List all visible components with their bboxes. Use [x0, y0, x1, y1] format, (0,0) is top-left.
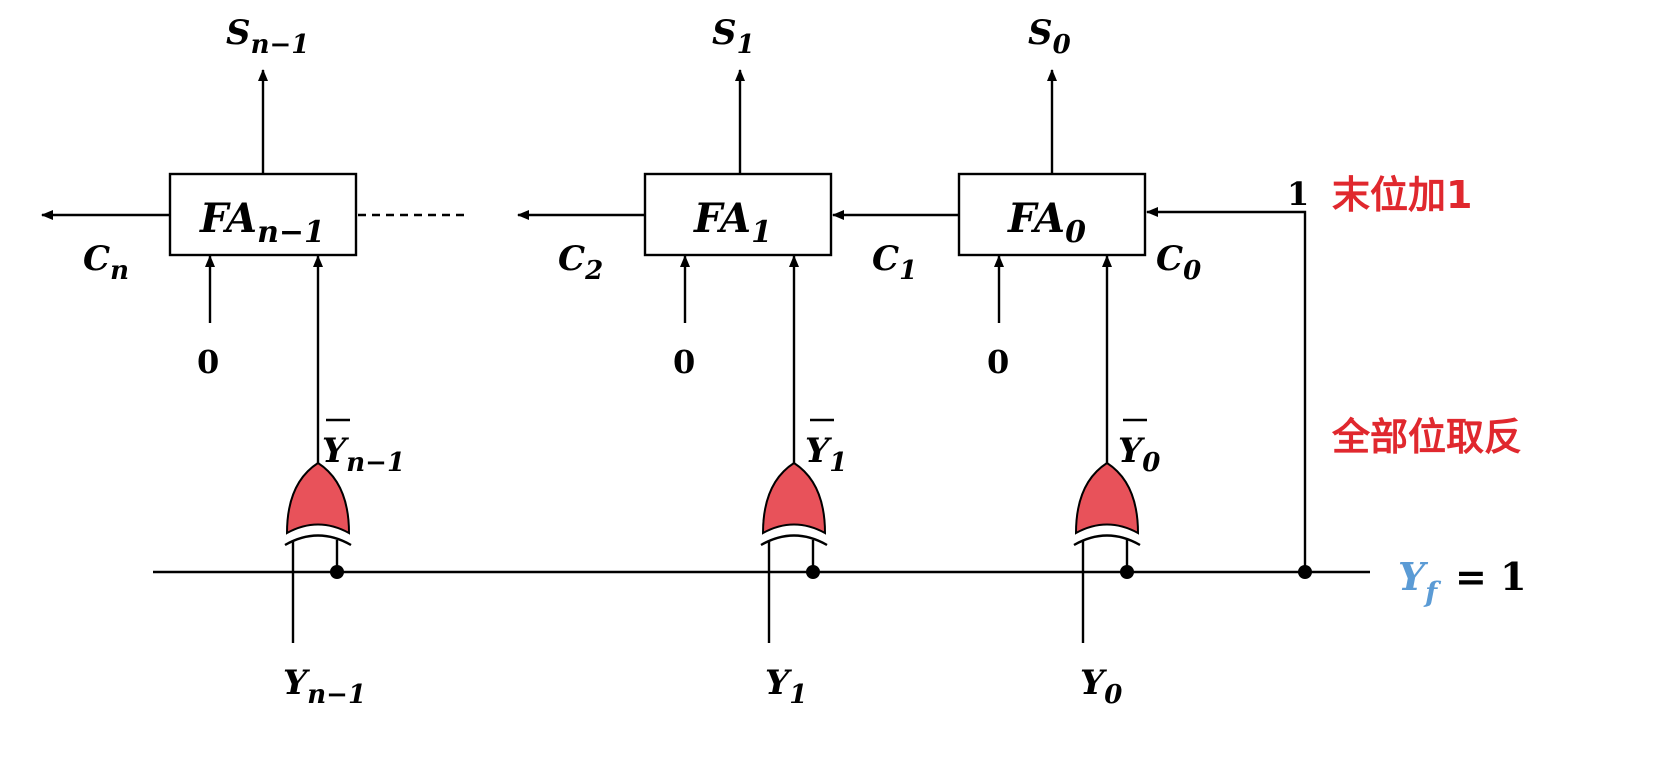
- inverted-label: Y: [322, 431, 349, 471]
- carry-c1-label: C: [872, 239, 899, 279]
- yf-label: Yf: [1398, 554, 1442, 609]
- inverted-subscript: n−1: [346, 448, 405, 478]
- sum-subscript: n−1: [251, 30, 310, 60]
- y-input-subscript: 0: [1104, 680, 1122, 710]
- annotation-add-one: 末位加1: [1332, 173, 1472, 217]
- svg-text:Y0: Y0: [1118, 431, 1160, 478]
- sum-label: S: [1028, 13, 1053, 53]
- svg-text:Y1: Y1: [805, 431, 847, 478]
- adder-label: FA: [1007, 195, 1065, 242]
- svg-text:FAn−1: FAn−1: [199, 195, 325, 250]
- sum-label: S: [712, 13, 737, 53]
- svg-text:Y0: Y0: [1080, 663, 1122, 710]
- y-input-subscript: n−1: [307, 680, 366, 710]
- annotation-invert-all: 全部位取反: [1331, 415, 1522, 459]
- yf-subscript: f: [1423, 576, 1442, 609]
- y-input-label: Y: [283, 663, 310, 703]
- svg-text:Yn−1: Yn−1: [283, 663, 366, 710]
- svg-text:C1: C1: [872, 239, 917, 286]
- carry-c1-subscript: 1: [899, 256, 917, 286]
- sum-subscript: 0: [1053, 30, 1071, 60]
- carry-in-wire: [1146, 207, 1307, 572]
- carry-c2-label: C: [558, 239, 585, 279]
- inverted-subscript: 1: [829, 448, 847, 478]
- svg-text:Y1: Y1: [765, 663, 807, 710]
- svg-text:FA1: FA1: [693, 195, 772, 250]
- inverted-label: Y: [805, 431, 832, 471]
- carry-cn-label: C: [83, 239, 110, 279]
- carry-in-value: 1: [1287, 175, 1309, 213]
- svg-text:FA0: FA0: [1007, 195, 1086, 250]
- carry-c2-subscript: 2: [584, 256, 603, 286]
- xor-gate-icon: [284, 461, 352, 547]
- yf-equals: = 1: [1455, 554, 1527, 599]
- carry-cn-subscript: n: [110, 256, 129, 286]
- const-input-label: 0: [673, 343, 695, 381]
- sum-subscript: 1: [737, 30, 755, 60]
- svg-text:C0: C0: [1156, 239, 1201, 286]
- svg-text:C2: C2: [558, 239, 603, 286]
- adder-subscript: n−1: [257, 215, 325, 250]
- xor-gate-icon: [1073, 461, 1141, 547]
- svg-text:S0: S0: [1028, 13, 1071, 60]
- const-input-label: 0: [197, 343, 219, 381]
- y-input-label: Y: [1080, 663, 1107, 703]
- adder-label: FA: [693, 195, 751, 242]
- inverted-label: Y: [1118, 431, 1145, 471]
- adder-label: FA: [199, 195, 257, 242]
- full-adder-1: FA1 S1 0 Y1 Y1: [643, 13, 847, 710]
- full-adder-0: FA0 S0 0 Y0 Y0: [957, 13, 1160, 710]
- adder-subscript: 0: [1065, 215, 1086, 250]
- svg-text:Sn−1: Sn−1: [226, 13, 309, 60]
- adder-box-1: [643, 172, 833, 257]
- carry-c0-label: C: [1156, 239, 1183, 279]
- adder-box-0: [957, 172, 1147, 257]
- svg-text:S1: S1: [712, 13, 755, 60]
- adder-subscript: 1: [751, 215, 772, 250]
- inverted-subscript: 0: [1142, 448, 1160, 478]
- y-input-label: Y: [765, 663, 792, 703]
- xor-gate-icon: [760, 461, 828, 547]
- y-input-subscript: 1: [789, 680, 807, 710]
- adder-box-n-1: [168, 172, 358, 257]
- sum-label: S: [226, 13, 251, 53]
- svg-text:Yn−1: Yn−1: [322, 431, 405, 478]
- carry-c0-subscript: 0: [1183, 256, 1201, 286]
- const-input-label: 0: [987, 343, 1009, 381]
- yf-base: Y: [1398, 554, 1429, 599]
- full-adder-n-1: FAn−1 Sn−1 0 Yn−1 Yn−1: [168, 13, 405, 710]
- svg-text:Cn: Cn: [83, 239, 129, 286]
